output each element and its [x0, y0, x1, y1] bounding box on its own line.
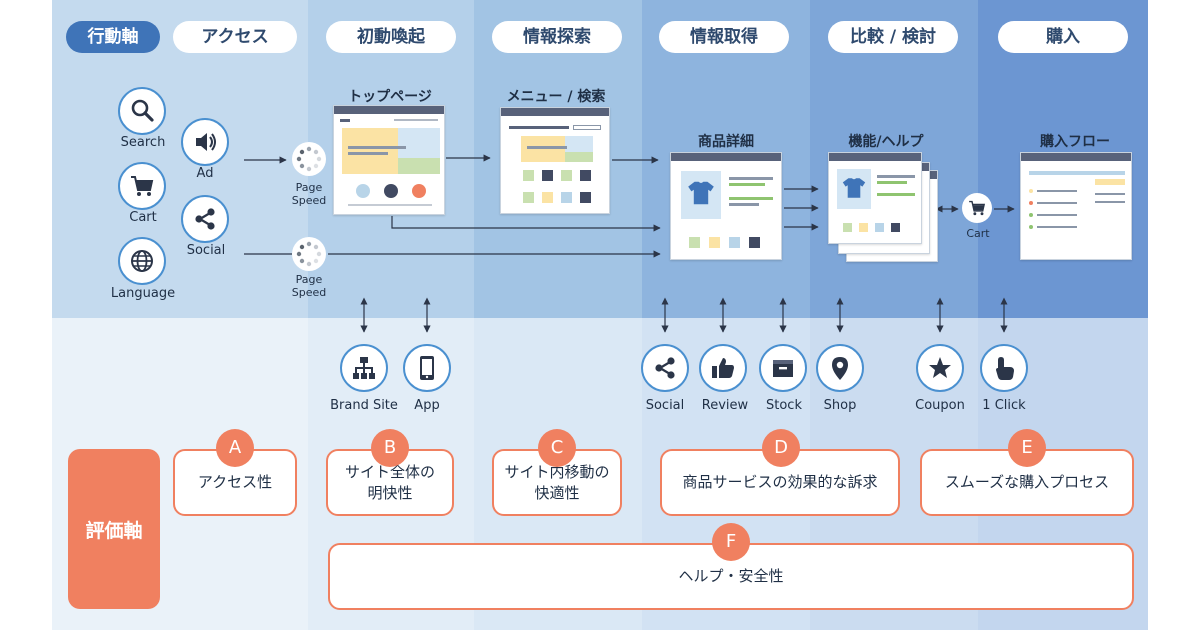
page-speed-spinner-1 [292, 142, 326, 176]
cart-label: Cart [129, 210, 157, 225]
channel-label-coupon: Coupon [915, 398, 965, 413]
cart-icon-button [118, 162, 166, 210]
ad-label: Ad [196, 166, 214, 181]
channel-one-click [980, 344, 1028, 392]
screen-title-menu-search: メニュー / 検索 [506, 89, 606, 105]
evaluation-c-box: サイト内移動の 快適性 [492, 449, 622, 516]
search-icon-button [118, 87, 166, 135]
stage-initial-arousal: 初動喚起 [326, 21, 456, 53]
channel-label-shop: Shop [823, 398, 857, 413]
thumbnail-grid [523, 170, 593, 210]
social-icon-button [181, 195, 229, 243]
cart-step [962, 193, 992, 223]
cart-icon [969, 200, 986, 216]
evaluation-d-badge: D [762, 429, 800, 467]
screen-title-purchase-flow: 購入フロー [1040, 134, 1110, 150]
channel-label-review: Review [701, 398, 749, 413]
evaluation-c-badge: C [538, 429, 576, 467]
purchase-flow-mockup [1020, 152, 1132, 260]
share-icon [655, 357, 675, 379]
thumbs-up-icon [712, 358, 734, 378]
social-label: Social [186, 243, 226, 258]
menu-search-mockup [500, 107, 610, 214]
behavior-axis-label: 行動軸 [66, 21, 160, 53]
search-label: Search [120, 135, 166, 150]
speaker-icon [196, 133, 216, 151]
screen-title-top-page: トップページ [348, 89, 432, 105]
evaluation-a-badge: A [216, 429, 254, 467]
channel-label-social: Social [645, 398, 685, 413]
band-access-top [52, 0, 308, 318]
share-icon [195, 208, 215, 230]
search-icon [131, 99, 154, 122]
cart-step-label: Cart [966, 227, 990, 240]
globe-icon [131, 250, 153, 272]
channel-shop [816, 344, 864, 392]
channel-label-brand-site: Brand Site [330, 398, 398, 413]
map-pin-icon [832, 357, 848, 380]
channel-label-one-click: 1 Click [982, 398, 1026, 413]
stage-info-exploration: 情報探索 [492, 21, 622, 53]
stage-purchase: 購入 [998, 21, 1128, 53]
product-detail-mockup [670, 152, 782, 260]
evaluation-f-badge: F [712, 523, 750, 561]
page-speed-spinner-2 [292, 237, 326, 271]
tshirt-icon [688, 181, 714, 205]
channel-review [699, 344, 747, 392]
channel-label-stock: Stock [766, 398, 802, 413]
evaluation-axis-label: 評価軸 [68, 449, 160, 609]
loading-spinner-icon [296, 241, 322, 267]
tshirt-icon [842, 178, 866, 198]
channel-social [641, 344, 689, 392]
star-icon [929, 357, 951, 378]
screen-title-product-detail: 商品詳細 [698, 134, 754, 150]
sitemap-icon [353, 357, 375, 379]
evaluation-e-badge: E [1008, 429, 1046, 467]
channel-stock [759, 344, 807, 392]
help-mockup-front [828, 152, 922, 244]
language-label: Language [110, 286, 176, 301]
stage-access: アクセス [173, 21, 297, 53]
smartphone-icon [420, 356, 434, 380]
channel-app [403, 344, 451, 392]
cart-icon [131, 176, 154, 196]
loading-spinner-icon [296, 146, 322, 172]
box-icon [773, 360, 793, 377]
pointer-hand-icon [996, 357, 1014, 380]
evaluation-b-badge: B [371, 429, 409, 467]
top-page-mockup [333, 105, 445, 215]
channel-coupon [916, 344, 964, 392]
channel-label-app: App [414, 398, 440, 413]
language-icon-button [118, 237, 166, 285]
stage-compare-review: 比較 / 検討 [828, 21, 958, 53]
page-speed-label-2: Page Speed [291, 273, 327, 299]
stage-info-acquisition: 情報取得 [659, 21, 789, 53]
channel-brand-site [340, 344, 388, 392]
screen-title-feature-help: 機能/ヘルプ [848, 134, 924, 150]
page-speed-label-1: Page Speed [291, 181, 327, 207]
ad-icon-button [181, 118, 229, 166]
